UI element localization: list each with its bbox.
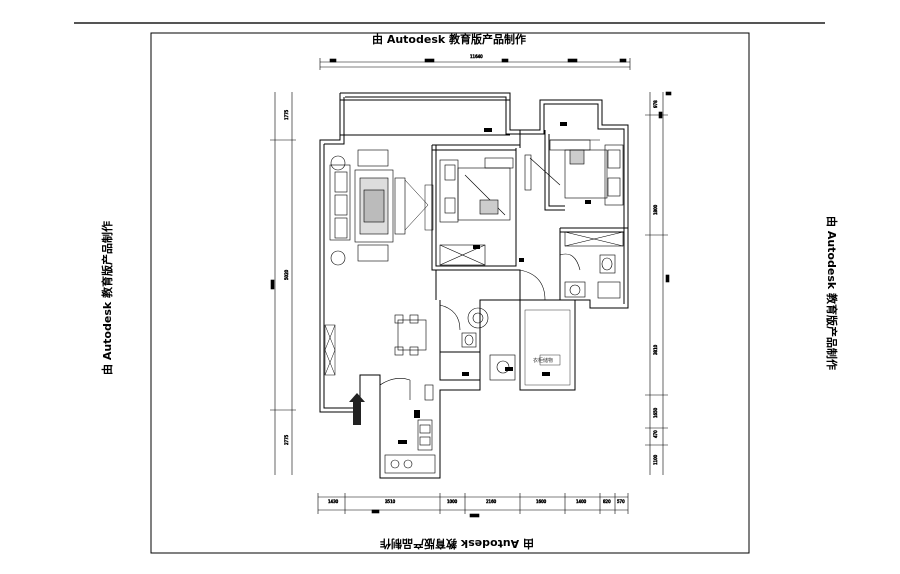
sheet-frame <box>150 32 750 554</box>
walls <box>319 92 629 479</box>
bottom-dimension: 1430 3510 1000 2160 1600 1400 820 570 <box>317 493 629 518</box>
entrance-arrow-icon <box>349 393 365 425</box>
left-dimension: 1775 5020 2775 <box>270 92 296 475</box>
dim-right-3: 3810 <box>653 344 658 355</box>
dim-bottom-6: 1400 <box>576 499 587 504</box>
watermark-left: 由 Autodesk 教育版产品制作 <box>101 220 115 376</box>
dim-bottom-8: 570 <box>617 499 625 504</box>
bedroom-1 <box>439 157 514 266</box>
dim-bottom-2: 3510 <box>385 499 396 504</box>
bedroom-master <box>524 139 624 247</box>
doors <box>379 253 581 400</box>
common-bath <box>461 307 516 381</box>
top-dimension: 11640 <box>319 54 631 70</box>
dining-table <box>394 314 427 356</box>
dim-top-total: 11640 <box>470 54 483 59</box>
dim-right-1: 978 <box>653 100 658 108</box>
wardrobe-left <box>324 324 336 376</box>
tv-cabinet <box>404 179 434 231</box>
master-bath <box>564 254 621 299</box>
dim-bottom-1: 1430 <box>328 499 339 504</box>
cad-markers <box>398 122 591 444</box>
sofa-set <box>329 149 406 266</box>
watermark-right: 由 Autodesk 教育版产品制作 <box>825 215 839 371</box>
dim-right-2: 1800 <box>653 204 658 215</box>
dim-left-3: 2775 <box>284 434 289 445</box>
dim-left-1: 1775 <box>284 109 289 120</box>
watermark-top: 由 Autodesk 教育版产品制作 <box>372 33 527 46</box>
dim-right-6: 1100 <box>653 454 658 465</box>
dim-bottom-7: 820 <box>603 499 611 504</box>
kitchen <box>384 384 436 474</box>
watermark-bottom: 由 Autodesk 教育版产品制作 <box>380 537 535 550</box>
small-room-label: 衣柜储物 <box>533 357 553 364</box>
small-room <box>524 309 571 386</box>
dim-bottom-3: 1000 <box>447 499 458 504</box>
right-dimension: 978 1800 3810 1650 470 1100 <box>645 91 672 475</box>
dim-left-2: 5020 <box>284 269 289 280</box>
dim-right-5: 470 <box>653 430 658 438</box>
dim-bottom-5: 1600 <box>536 499 547 504</box>
dim-right-4: 1650 <box>653 407 658 418</box>
dim-bottom-4: 2160 <box>486 499 497 504</box>
